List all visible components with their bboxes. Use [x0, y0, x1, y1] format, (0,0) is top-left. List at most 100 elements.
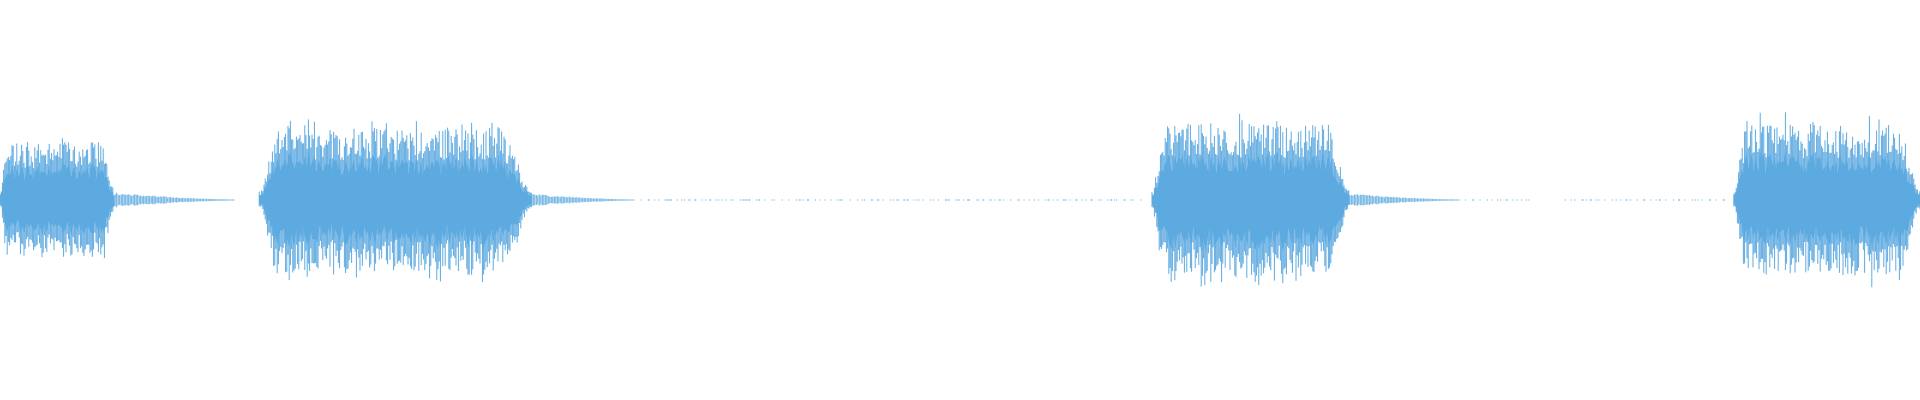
waveform-dot	[705, 199, 707, 201]
waveform-dot	[1630, 199, 1632, 201]
waveform-dot	[684, 199, 686, 201]
waveform-dot	[701, 199, 703, 201]
waveform-dot	[1052, 199, 1054, 201]
waveform-dot	[1100, 199, 1102, 201]
waveform-dot	[994, 199, 996, 201]
waveform-dot	[694, 199, 697, 201]
waveform-dot	[916, 199, 918, 201]
waveform-dot	[1643, 199, 1646, 201]
waveform-dot	[1678, 199, 1680, 201]
waveform-dot	[788, 199, 790, 201]
waveform-dot	[732, 199, 734, 201]
waveform-dot	[836, 199, 838, 201]
waveform-dot	[1065, 199, 1067, 201]
waveform-dot	[1023, 199, 1025, 201]
waveform-dot	[937, 199, 939, 201]
waveform-dot	[862, 199, 864, 201]
waveform-dot	[1658, 199, 1661, 201]
waveform-dot	[930, 199, 932, 201]
waveform-dot	[721, 199, 723, 201]
waveform-dot	[1130, 199, 1132, 201]
waveform-dot	[918, 199, 920, 201]
waveform-dot	[1472, 199, 1475, 201]
waveform-dot	[967, 199, 970, 201]
waveform-dot	[1528, 199, 1530, 201]
waveform-dot	[830, 199, 832, 201]
waveform-dot	[745, 199, 748, 201]
waveform-segment-burst	[1151, 113, 1350, 287]
waveform-dot	[877, 199, 880, 201]
waveform-dot	[815, 199, 816, 201]
waveform-dot	[1491, 199, 1493, 201]
waveform-dot	[1692, 199, 1693, 201]
waveform-dot	[957, 199, 960, 201]
waveform-dot	[1098, 199, 1100, 201]
waveform-dot	[976, 199, 978, 201]
waveform-dot	[1044, 199, 1046, 201]
waveform-dot	[1570, 199, 1572, 201]
waveform-dot	[771, 199, 773, 201]
waveform-dot	[1598, 199, 1600, 201]
waveform-dot	[1116, 199, 1118, 201]
waveform-dot	[955, 199, 957, 201]
waveform-dot	[1465, 199, 1466, 201]
waveform-dot	[947, 199, 950, 201]
waveform-dot	[864, 199, 866, 201]
waveform-dot	[906, 199, 909, 201]
waveform-dot	[1512, 199, 1514, 201]
waveform-dot	[913, 199, 915, 201]
waveform-dot	[664, 199, 667, 201]
waveform-dot	[647, 199, 650, 201]
waveform-dot	[893, 199, 895, 201]
waveform-dot	[933, 199, 935, 201]
waveform-dot	[1589, 199, 1592, 201]
waveform-dot	[1010, 199, 1012, 201]
waveform-dot	[1499, 199, 1501, 201]
waveform-dot	[1034, 199, 1036, 201]
waveform-dot	[715, 199, 717, 201]
waveform-dot	[1604, 199, 1606, 201]
waveform-dot	[1047, 199, 1050, 201]
waveform-dot	[982, 199, 985, 201]
waveform-dot	[755, 199, 757, 201]
waveform-dot	[1715, 199, 1717, 201]
waveform-dot	[802, 199, 804, 201]
waveform-segment-burst	[258, 119, 533, 283]
waveform-dot	[1486, 199, 1488, 201]
waveform-dot	[1003, 199, 1005, 201]
waveform-segment-dots	[633, 199, 1142, 201]
waveform-dot	[1069, 199, 1071, 201]
waveform-dot	[922, 199, 924, 201]
waveform-dot	[1107, 199, 1109, 201]
waveform-dot	[841, 199, 843, 201]
waveform-dot	[903, 199, 906, 201]
waveform-segment-dots	[1564, 199, 1725, 201]
waveform-dot	[1684, 199, 1686, 201]
waveform-dot	[730, 199, 732, 201]
waveform-dot	[1722, 199, 1725, 201]
waveform-dot	[1595, 199, 1597, 201]
waveform-dot	[1063, 199, 1065, 201]
waveform-dot	[1496, 199, 1498, 201]
waveform-dot	[764, 199, 766, 201]
waveform-dot	[676, 199, 678, 201]
waveform-dot	[1123, 199, 1126, 201]
waveform-dot	[989, 199, 992, 201]
waveform-dot	[1132, 199, 1134, 201]
waveform-dot	[1708, 199, 1711, 201]
waveform-dot	[748, 199, 751, 201]
waveform-dot	[654, 199, 656, 201]
waveform-segment-tail	[1349, 194, 1459, 206]
waveform-dot	[1620, 199, 1622, 201]
waveform-dot	[1521, 199, 1522, 201]
waveform-dot	[1081, 199, 1083, 201]
waveform-dot	[819, 199, 821, 201]
waveform-dot	[1029, 199, 1030, 201]
waveform-dot	[1564, 199, 1566, 201]
waveform-dot	[849, 199, 851, 201]
waveform-dot	[963, 199, 965, 201]
waveform-dot	[839, 199, 842, 201]
waveform-dot	[1655, 199, 1657, 201]
